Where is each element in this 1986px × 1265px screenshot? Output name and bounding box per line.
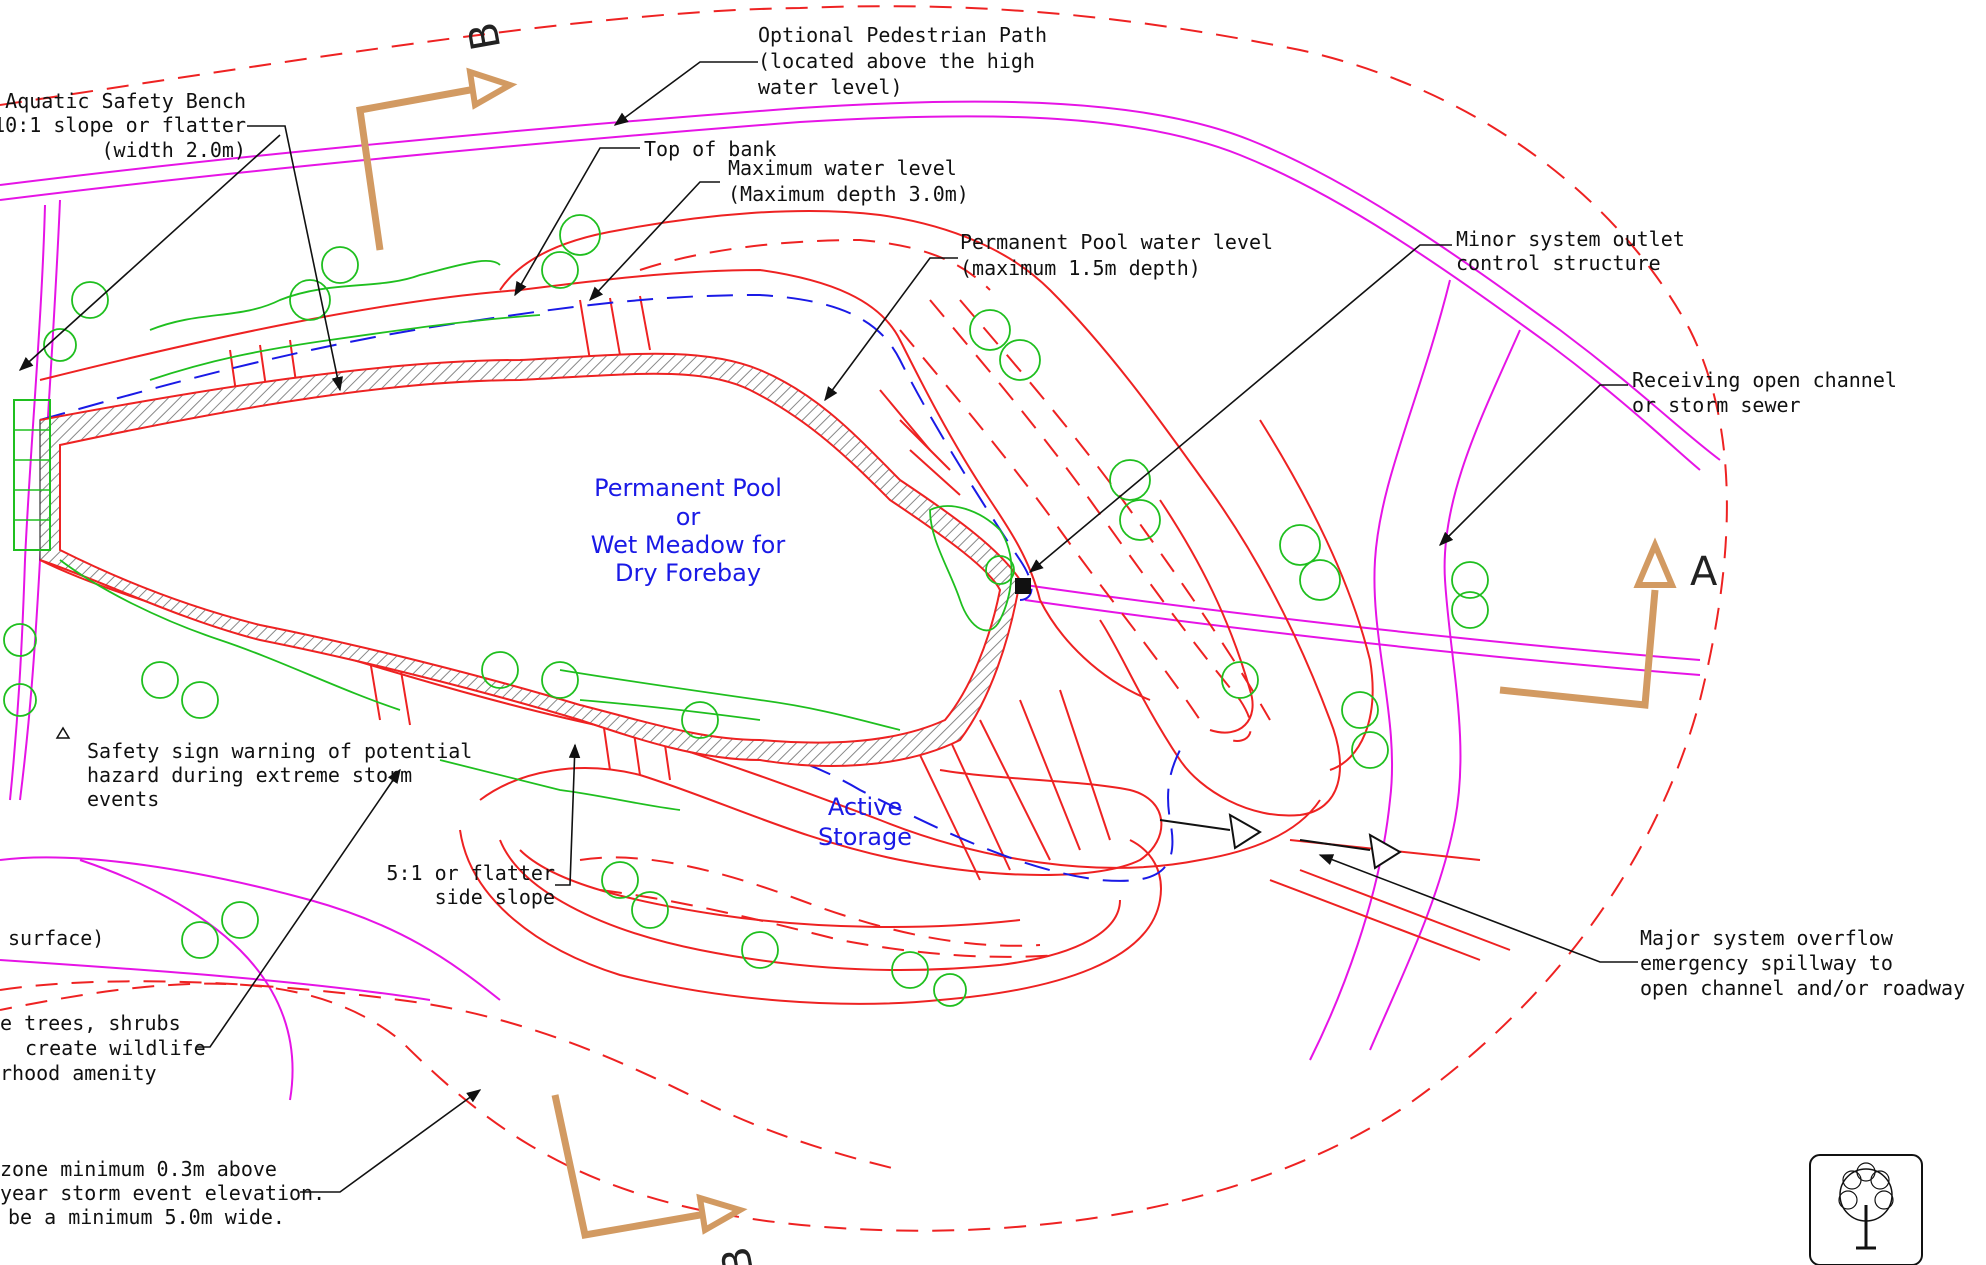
max-water-line2: (Maximum depth 3.0m) <box>728 182 969 206</box>
trees-line2: create wildlife <box>25 1036 206 1060</box>
active-storage-line2: Storage <box>818 823 912 851</box>
perm-pool-level-line1: Permanent Pool water level <box>960 230 1273 254</box>
side-slope-line1: 5:1 or flatter <box>386 861 555 885</box>
perm-pool-level-line2: (maximum 1.5m depth) <box>960 256 1201 280</box>
side-slope-line2: side slope <box>435 885 555 909</box>
safety-bench-line2: 10:1 slope or flatter <box>0 113 246 137</box>
safety-sign-icon <box>55 726 71 739</box>
pool-edge <box>39 352 1022 767</box>
perm-pool-center-line2: or <box>676 503 701 531</box>
top-of-bank-label: Top of bank <box>644 137 776 161</box>
safety-bench-line1: Aquatic Safety Bench <box>5 89 246 113</box>
section-marker-bottom-b: B <box>713 1243 763 1265</box>
minor-outlet-line1: Minor system outlet <box>1456 227 1685 251</box>
zone-line2: year storm event elevation. <box>0 1181 325 1205</box>
major-overflow-line1: Major system overflow <box>1640 926 1894 950</box>
section-marker-top-b: B <box>460 19 510 54</box>
major-overflow-line2: emergency spillway to <box>1640 951 1893 975</box>
site-boundary <box>0 5 1728 1232</box>
grading-contours <box>0 209 1511 1171</box>
receiving-line2: or storm sewer <box>1632 393 1801 417</box>
safety-sign-line2: hazard during extreme storm <box>87 763 412 787</box>
pedestrian-path-line2: (located above the high <box>758 49 1035 73</box>
pedestrian-path-line1: Optional Pedestrian Path <box>758 23 1047 47</box>
safety-sign-line3: events <box>87 787 159 811</box>
tree-logo-icon <box>1809 1154 1923 1265</box>
safety-sign-line1: Safety sign warning of potential <box>87 739 472 763</box>
receiving-line1: Receiving open channel <box>1632 368 1897 392</box>
perm-pool-center-line3: Wet Meadow for <box>591 531 786 559</box>
trees-line3: rhood amenity <box>0 1061 157 1085</box>
pedestrian-path-line3: water level) <box>758 75 903 99</box>
perm-pool-center-line4: Dry Forebay <box>615 559 761 587</box>
active-storage-line1: Active <box>828 793 902 821</box>
perm-pool-center-line1: Permanent Pool <box>594 474 782 502</box>
zone-line3: be a minimum 5.0m wide. <box>8 1205 285 1229</box>
leader-lines <box>18 61 1638 1193</box>
safety-bench-line3: (width 2.0m) <box>102 138 247 162</box>
surface-label: surface) <box>8 926 104 950</box>
section-marker-right-a: A <box>1690 549 1718 595</box>
major-overflow-line3: open channel and/or roadway <box>1640 976 1965 1000</box>
minor-outlet-line2: control structure <box>1456 251 1661 275</box>
section-arrow-right-a <box>1499 537 1677 709</box>
max-water-line1: Maximum water level <box>728 156 957 180</box>
spillway-arrows <box>1159 813 1402 870</box>
section-arrow-top-b <box>356 67 518 251</box>
trees-line1: e trees, shrubs <box>0 1011 181 1035</box>
section-arrow-bottom-b <box>551 1094 748 1240</box>
outlet-structure <box>1015 578 1031 594</box>
zone-line1: zone minimum 0.3m above <box>0 1157 277 1181</box>
vegetation <box>3 214 1489 1007</box>
